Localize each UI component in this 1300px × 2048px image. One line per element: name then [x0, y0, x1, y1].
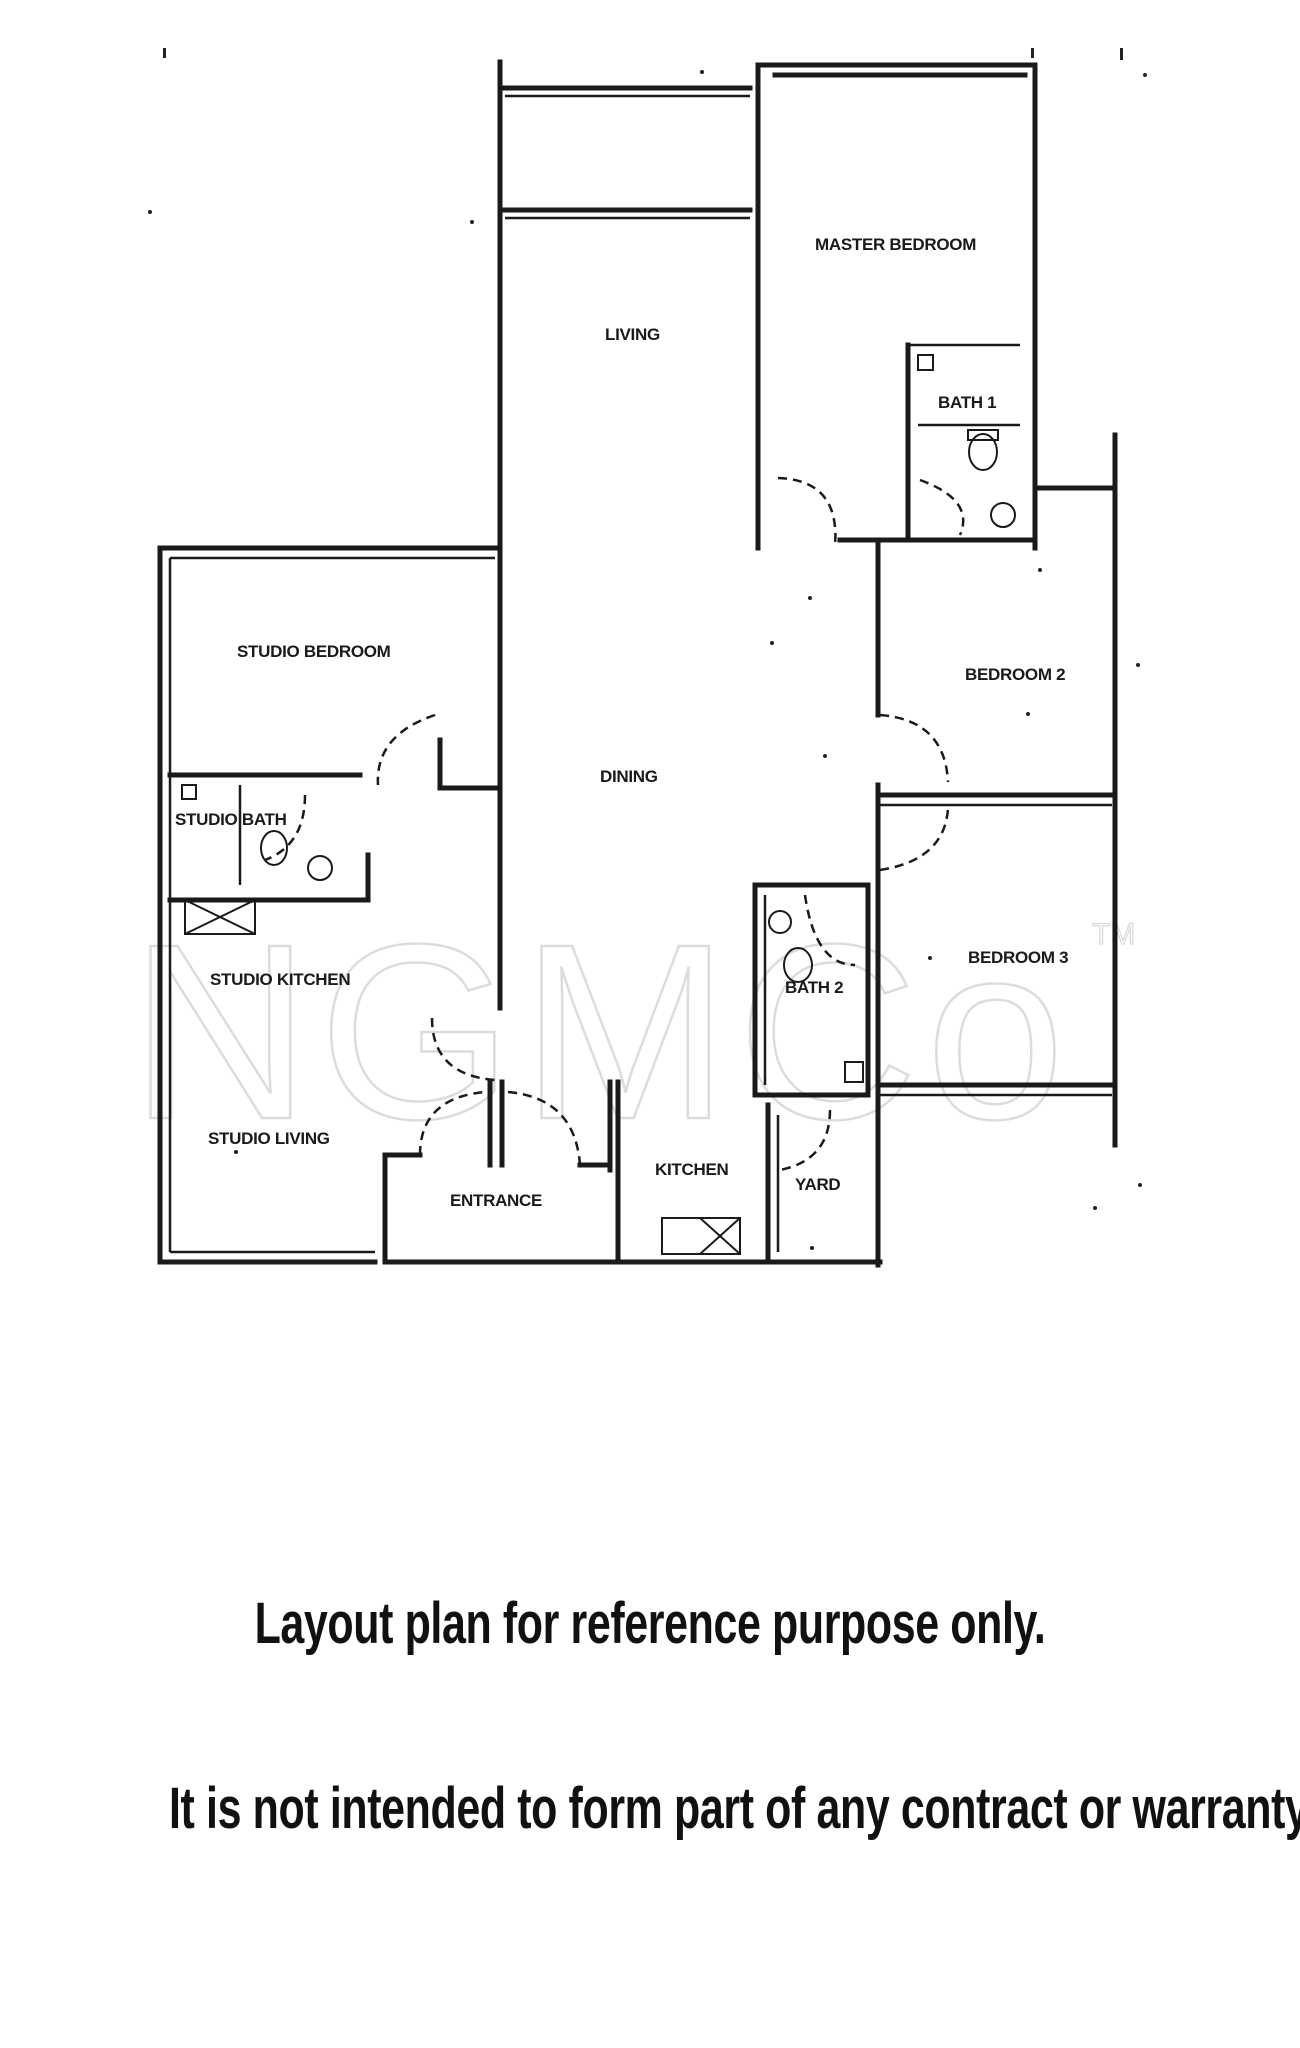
watermark: NGMCo TM	[129, 891, 1136, 1173]
shower-icon	[917, 354, 934, 371]
label-entrance: ENTRANCE	[450, 1191, 542, 1210]
toilet-icon	[783, 947, 813, 983]
basin-icon	[990, 502, 1016, 528]
label-bedroom-2: BEDROOM 2	[965, 665, 1065, 684]
label-master-bedroom: MASTER BEDROOM	[815, 235, 976, 254]
doors	[264, 476, 965, 1172]
disclaimer-line-2: It is not intended to form part of any c…	[169, 1776, 1300, 1841]
toilet-icon	[968, 433, 998, 471]
room-labels: MASTER BEDROOM LIVING BATH 1 STUDIO BEDR…	[175, 235, 1069, 1210]
label-studio-living: STUDIO LIVING	[208, 1129, 330, 1148]
label-studio-bedroom: STUDIO BEDROOM	[237, 642, 391, 661]
shower-icon	[181, 784, 197, 800]
stove-icon	[661, 1217, 741, 1255]
scan-specks	[148, 48, 1147, 1250]
label-dining: DINING	[600, 767, 658, 786]
label-studio-bath: STUDIO BATH	[175, 810, 287, 829]
label-bath-2: BATH 2	[785, 978, 843, 997]
fixtures	[181, 354, 1016, 1255]
floor-trap-icon	[844, 1061, 864, 1083]
label-kitchen: KITCHEN	[655, 1160, 728, 1179]
label-living: LIVING	[605, 325, 660, 344]
label-bath-1: BATH 1	[938, 393, 996, 412]
label-bedroom-3: BEDROOM 3	[968, 948, 1068, 967]
label-studio-kitchen: STUDIO KITCHEN	[210, 970, 350, 989]
disclaimer-line-1: Layout plan for reference purpose only.	[254, 1591, 1046, 1656]
walls	[157, 59, 1118, 1268]
basin-icon	[768, 910, 792, 934]
watermark-text: NGMCo	[130, 892, 1073, 1171]
toilet-tank-icon	[967, 429, 999, 441]
label-yard: YARD	[795, 1175, 840, 1194]
floor-plan: NGMCo TM	[129, 48, 1147, 1268]
stove-icon	[184, 899, 256, 935]
toilet-icon	[260, 830, 288, 866]
basin-icon	[307, 855, 333, 881]
